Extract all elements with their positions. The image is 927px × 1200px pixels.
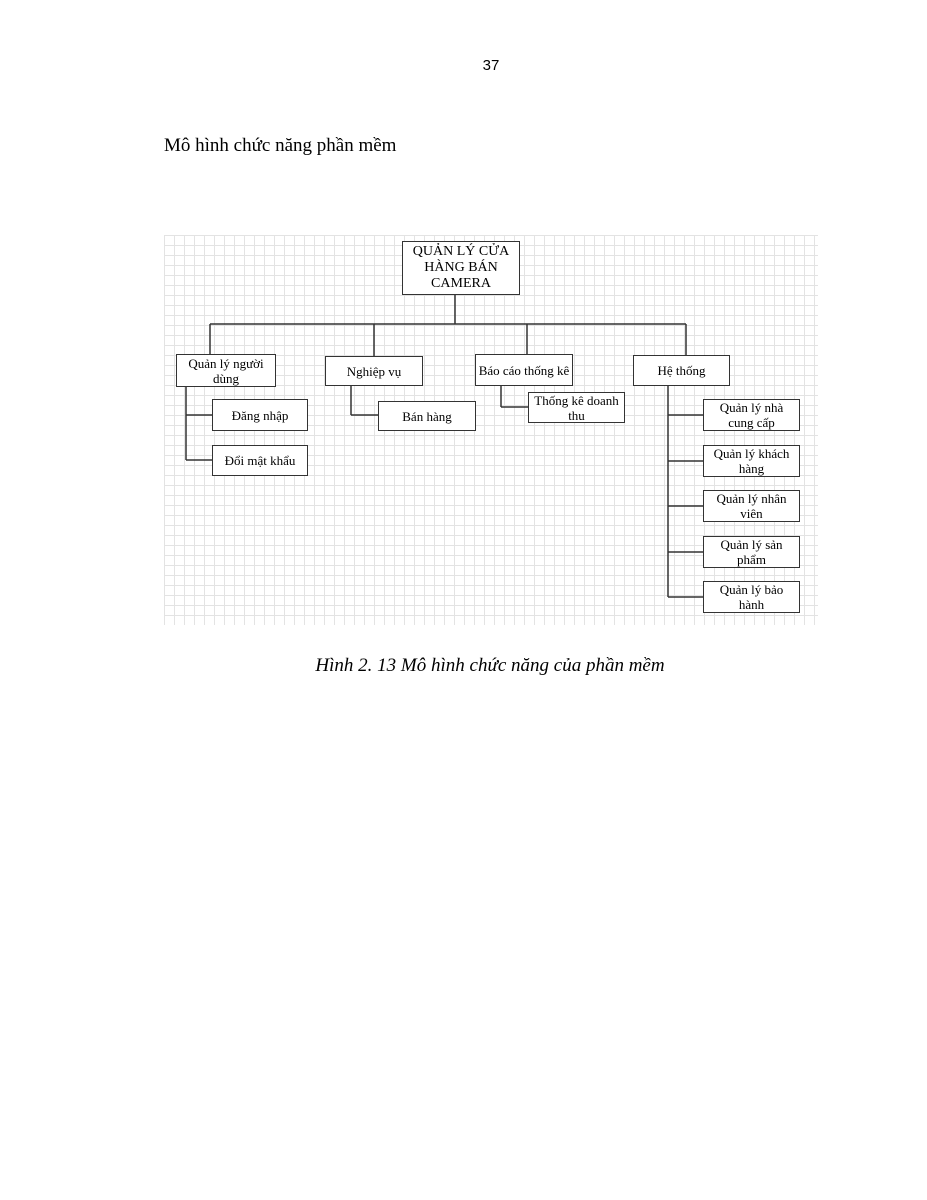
leaf-node-product-management: Quản lý sản phẩm [703,536,800,568]
connector-lines [185,295,703,598]
leaf-node-supplier-management: Quản lý nhà cung cấp [703,399,800,431]
root-node: QUẢN LÝ CỬA HÀNG BÁN CAMERA [402,241,520,295]
leaf-node-customer-management: Quản lý khách hàng [703,445,800,477]
leaf-node-sales: Bán hàng [378,401,476,431]
group-node-user-management: Quản lý người dùng [176,354,276,387]
figure-caption: Hình 2. 13 Mô hình chức năng của phần mề… [315,655,665,676]
group-node-system: Hệ thống [633,355,730,386]
leaf-node-login: Đăng nhập [212,399,308,431]
leaf-node-warranty-management: Quản lý bảo hành [703,581,800,613]
leaf-node-change-password: Đổi mật khẩu [212,445,308,476]
group-node-reports: Báo cáo thống kê [475,354,573,386]
function-diagram: QUẢN LÝ CỬA HÀNG BÁN CAMERA Quản lý ngườ… [164,235,818,625]
leaf-node-revenue-stats: Thống kê doanh thu [528,392,625,423]
leaf-node-employee-management: Quản lý nhân viên [703,490,800,522]
group-node-operations: Nghiệp vụ [325,356,423,386]
section-heading: Mô hình chức năng phần mềm [164,135,397,156]
page-number: 37 [482,57,500,74]
